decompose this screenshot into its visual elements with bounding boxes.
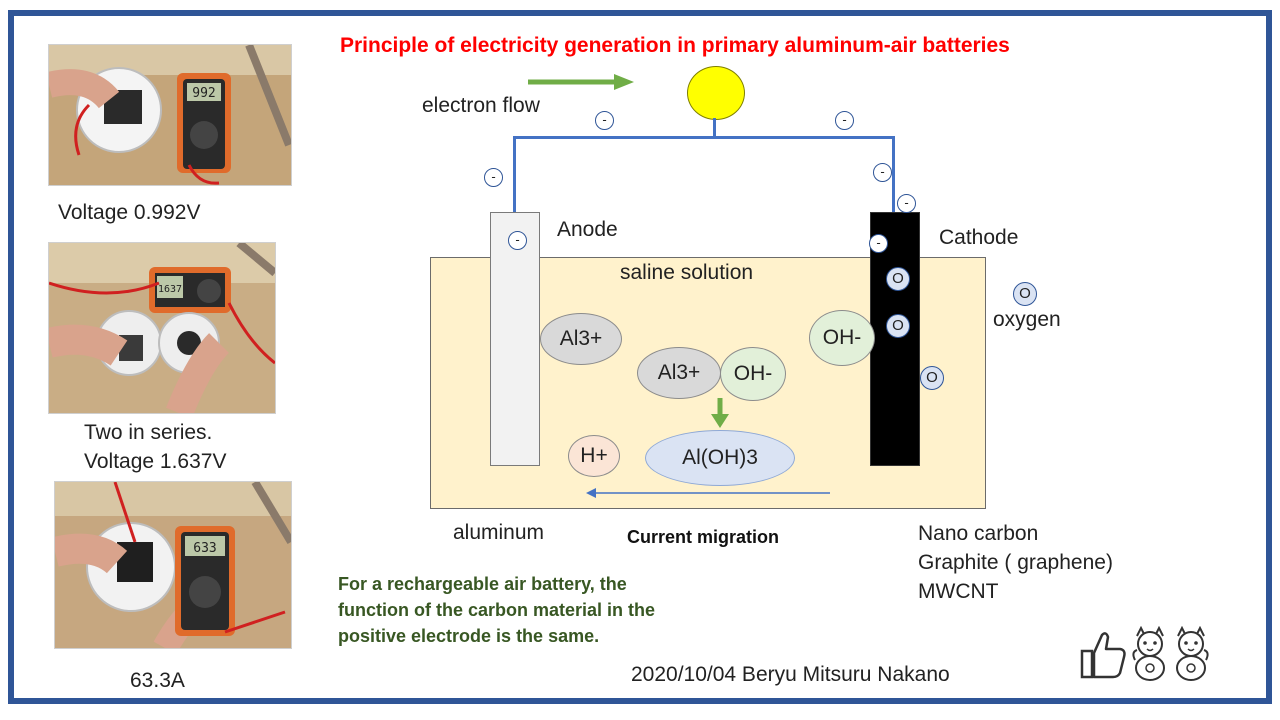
note-line-1: For a rechargeable air battery, the (338, 574, 627, 594)
oxygen-marker: O (886, 314, 910, 338)
wire-left (513, 136, 516, 213)
electron-marker: - (595, 111, 614, 130)
anode-label: Anode (557, 218, 618, 241)
photo-voltage-series: 1637 (48, 242, 276, 414)
rechargeable-note: For a rechargeable air battery, the func… (338, 571, 655, 649)
photo-current: 633 (54, 481, 292, 649)
anode-electrode (490, 212, 540, 466)
photo2-caption-line2: Voltage 1.637V (84, 450, 227, 473)
cathode-electrode (870, 212, 920, 466)
ion-al3-center: Al3+ (637, 347, 721, 399)
oxygen-label: oxygen (993, 308, 1061, 331)
cathode-material-2: Graphite ( graphene) (918, 551, 1113, 574)
electron-flow-label: electron flow (422, 94, 540, 117)
ion-al-oh-3: Al(OH)3 (645, 430, 795, 486)
lucky-cat-icon (1176, 626, 1209, 681)
photo2-caption-line1: Two in series. (84, 421, 213, 444)
oxygen-marker: O (920, 366, 944, 390)
ion-oh-center: OH- (720, 347, 786, 401)
thumbs-up-icon (1080, 632, 1126, 679)
oxygen-marker-legend: O (1013, 282, 1037, 306)
wire-bulb-stem (713, 118, 716, 138)
electron-marker: - (873, 163, 892, 182)
meter-display-1: 992 (192, 86, 215, 101)
cathode-material-3: MWCNT (918, 580, 999, 603)
electron-marker: - (835, 111, 854, 130)
photo1-caption: Voltage 0.992V (58, 201, 201, 224)
note-line-3: positive electrode is the same. (338, 626, 600, 646)
current-migration-arrow (586, 488, 830, 498)
electron-marker: - (897, 194, 916, 213)
cathode-material-1: Nano carbon (918, 522, 1039, 545)
photo3-caption: 63.3A (130, 669, 185, 692)
footer-credit: 2020/10/04 Beryu Mitsuru Nakano (631, 663, 950, 686)
oxygen-marker: O (886, 267, 910, 291)
lucky-cat-icon (1132, 626, 1165, 681)
slide-frame (8, 10, 1272, 704)
meter-display-2: 1637 (158, 284, 182, 295)
electron-marker: - (869, 234, 888, 253)
ion-h-plus: H+ (568, 435, 620, 477)
light-bulb (687, 66, 745, 120)
ion-oh-right: OH- (809, 310, 875, 366)
wire-top (513, 136, 895, 139)
cathode-label: Cathode (939, 226, 1019, 249)
photo-voltage-single: 992 (48, 44, 292, 186)
note-line-2: function of the carbon material in the (338, 600, 656, 620)
electron-marker: - (484, 168, 503, 187)
meter-display-3: 633 (193, 541, 216, 556)
reaction-arrow (711, 398, 729, 428)
saline-solution-label: saline solution (620, 261, 754, 284)
electron-flow-arrow (528, 74, 634, 90)
ion-al3-left: Al3+ (540, 313, 622, 365)
slide-title: Principle of electricity generation in p… (340, 34, 1010, 57)
electron-marker: - (508, 231, 527, 250)
current-migration-label: Current migration (627, 527, 780, 547)
aluminum-label: aluminum (453, 521, 545, 544)
wire-right (892, 136, 895, 213)
